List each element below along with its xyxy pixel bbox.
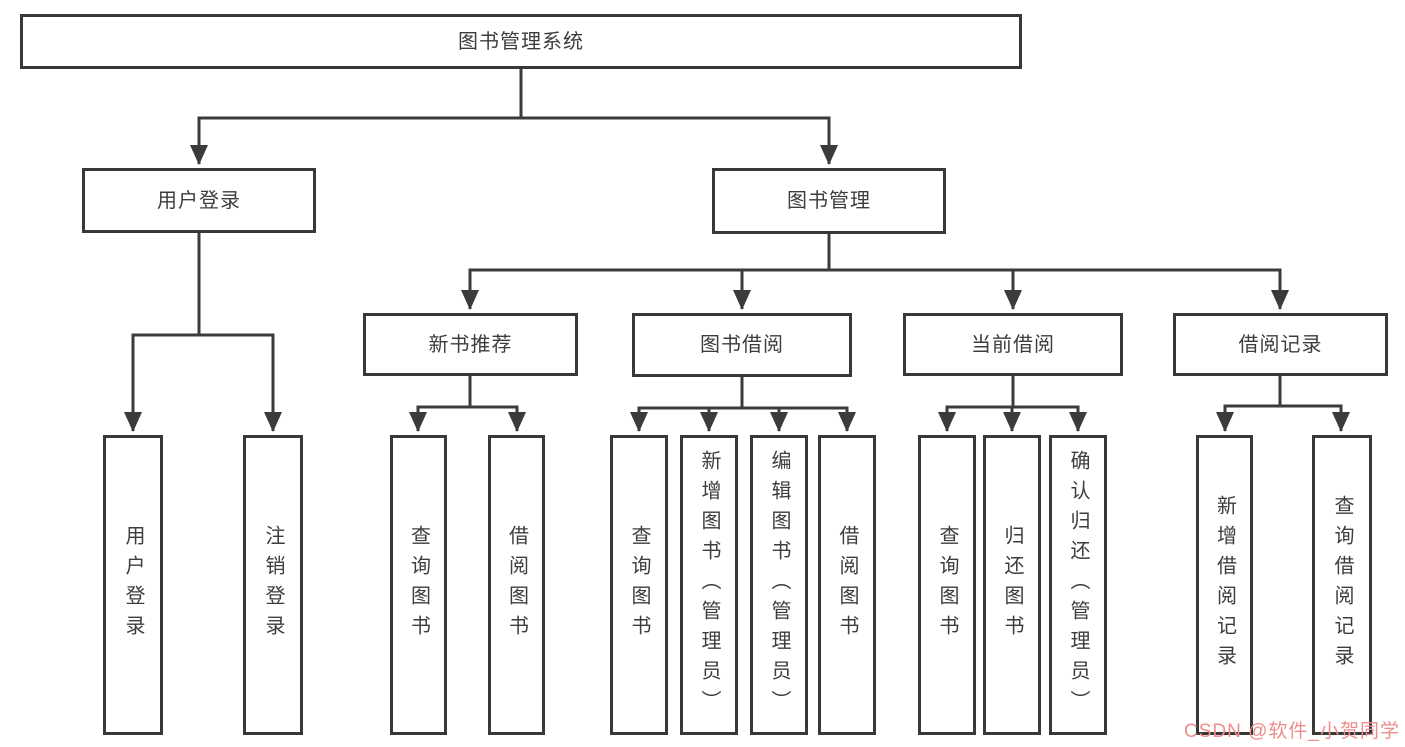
leaf-newbook-borrow: 借阅图书 [488, 435, 545, 735]
node-user-login: 用户登录 [82, 168, 316, 233]
leaf-user-login: 用户登录 [103, 435, 163, 735]
node-book-mgmt: 图书管理 [712, 168, 946, 234]
leaf-current-search: 查询图书 [918, 435, 976, 735]
node-book-borrow: 图书借阅 [632, 313, 852, 377]
leaf-borrowing-add: 新增图书（管理员） [680, 435, 738, 735]
watermark: CSDN @软件_小贺同学 [1184, 721, 1400, 742]
node-current-borrow: 当前借阅 [903, 313, 1123, 376]
node-root: 图书管理系统 [20, 14, 1022, 69]
leaf-records-add: 新增借阅记录 [1196, 435, 1253, 735]
node-new-book-rec: 新书推荐 [363, 313, 578, 376]
leaf-newbook-search: 查询图书 [390, 435, 447, 735]
leaf-records-search: 查询借阅记录 [1312, 435, 1372, 735]
leaf-logout: 注销登录 [243, 435, 303, 735]
leaf-borrowing-borrow: 借阅图书 [818, 435, 876, 735]
leaf-current-return: 归还图书 [983, 435, 1041, 735]
leaf-current-confirm: 确认归还（管理员） [1049, 435, 1107, 735]
node-borrow-records: 借阅记录 [1173, 313, 1388, 376]
leaf-borrowing-search: 查询图书 [610, 435, 668, 735]
leaf-borrowing-edit: 编辑图书（管理员） [750, 435, 808, 735]
